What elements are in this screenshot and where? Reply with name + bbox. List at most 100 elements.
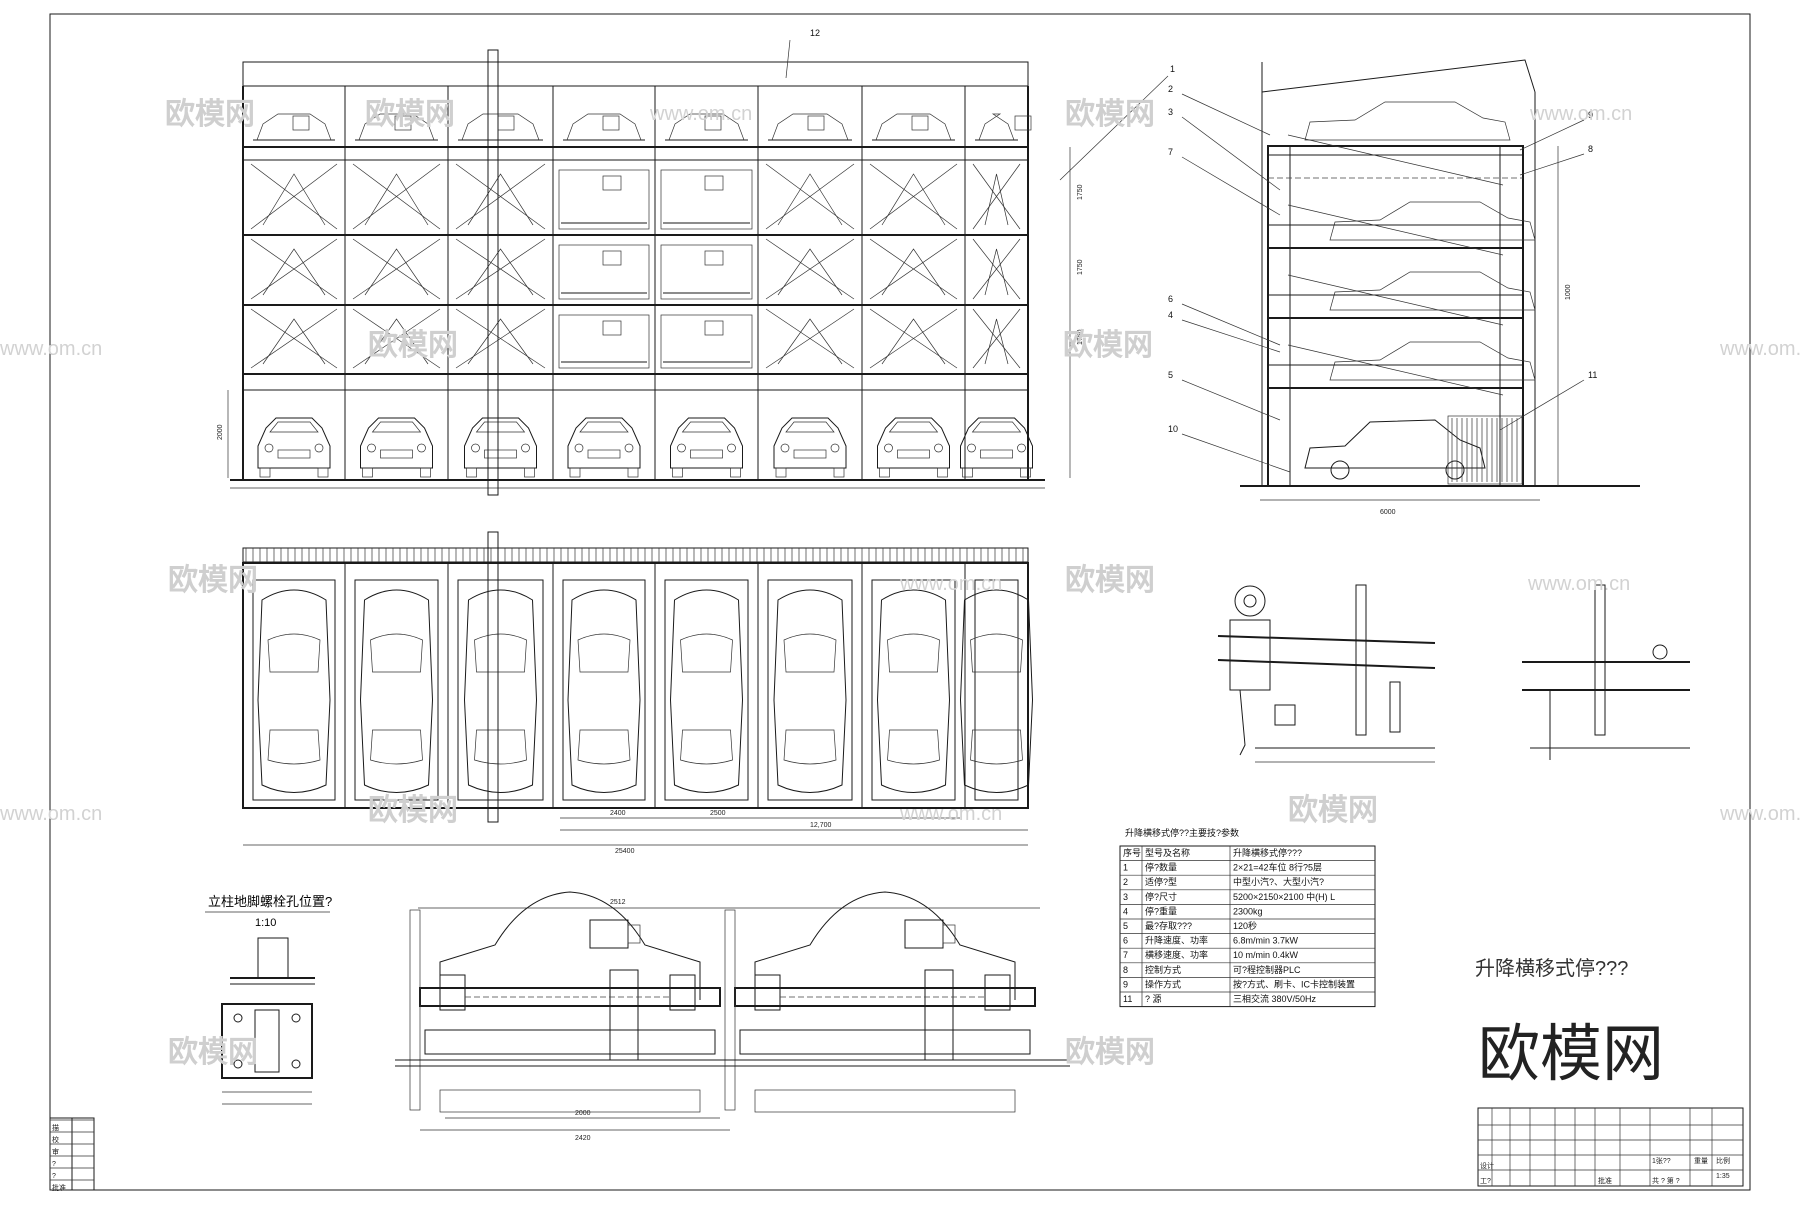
ground-car-body [773, 417, 847, 469]
pulley-housing [669, 974, 696, 1011]
car-roof-outline [439, 891, 701, 1000]
base-frame [439, 1089, 701, 1113]
ground-car-headlight [417, 443, 426, 453]
ground-car-wheel [362, 467, 373, 478]
pallet-plate [974, 579, 1019, 801]
callout-leader [1519, 119, 1585, 151]
callout-leader [1181, 379, 1281, 421]
dim-plan-2400: 2400 [610, 810, 626, 817]
watermark-logo: 欧模网 [168, 564, 258, 597]
ground-car-wheel [569, 467, 581, 478]
spec-cell: 三相交流 380V/50Hz [1233, 993, 1317, 1004]
ground-car-wheel [730, 467, 741, 478]
plan-rail [242, 547, 1029, 564]
title-design-label: 设计 [1480, 1161, 1494, 1170]
foundation-detail: 立柱地脚螺栓孔位置? 1:10 [205, 894, 332, 1105]
drive-motor [807, 115, 825, 131]
gate-fence [1447, 415, 1523, 485]
callout-11: 11 [1588, 370, 1597, 380]
spec-cell: 停?尺寸 [1145, 891, 1177, 902]
pallet-motor [704, 175, 724, 191]
cross-brace [869, 163, 958, 230]
ground-car-body [464, 417, 537, 469]
callout-8: 8 [1588, 144, 1593, 154]
dim-side-width: 6000 [1380, 509, 1396, 516]
spec-cell: 2×21=42车位 8行?5层 [1233, 862, 1322, 873]
ground-car-wheel [259, 467, 271, 478]
strip-label: ? [52, 1173, 56, 1180]
watermark-logo: 欧模网 [165, 98, 255, 131]
side-frame [1267, 145, 1524, 487]
plan-car-body [959, 589, 1034, 793]
plan-car-rear-window [970, 729, 1023, 765]
drive-motor [911, 115, 929, 131]
cross-brace [352, 163, 441, 230]
callout-3: 3 [1168, 107, 1173, 117]
plan-car-rear-window [474, 729, 527, 765]
ground-car-wheel [937, 467, 948, 478]
cross-brace [352, 238, 441, 300]
side-car-wheel [1445, 460, 1465, 480]
drive-column [609, 969, 639, 1061]
drive-motor [497, 115, 515, 131]
revision-strip: 描校审??批准 [49, 1117, 95, 1192]
ground-car-body [670, 417, 743, 469]
plan-car-body [257, 589, 331, 793]
plan-car-windshield [577, 633, 631, 673]
top-car-outline [875, 113, 952, 141]
plan-view: 2400 2500 12,700 25400 [242, 531, 1034, 855]
lift-arm [364, 318, 429, 365]
ground-car-headlight [367, 443, 376, 453]
strip-label: 审 [52, 1147, 59, 1156]
spec-header-cell: 型号及名称 [1145, 847, 1190, 858]
top-car-outline [461, 113, 540, 141]
side-roof [1261, 59, 1536, 93]
spec-cell: 8 [1123, 965, 1128, 975]
dim-mech-2420: 2420 [575, 1135, 591, 1142]
top-car-outline [256, 113, 332, 141]
cross-brace [250, 308, 338, 369]
callout-1: 1 [1170, 64, 1175, 74]
ground-car-grille [277, 449, 311, 459]
ground-car-wheel [1020, 467, 1031, 478]
plan-car-body [567, 589, 641, 793]
lift-arm [262, 173, 326, 226]
cross-brace [250, 163, 338, 230]
pallet-plate [767, 579, 853, 801]
callout-6: 6 [1168, 294, 1173, 304]
lower-beam [424, 1029, 716, 1055]
dim-ground-height: 2000 [217, 424, 224, 440]
watermark-url: www.om.cn [899, 803, 1002, 825]
pallet-plate [354, 579, 439, 801]
plan-car-rear-window [680, 729, 733, 765]
callout-2: 2 [1168, 84, 1173, 94]
callout-12: 12 [810, 28, 820, 38]
motor-pulley [1234, 585, 1266, 617]
drive-column [924, 969, 954, 1061]
lower-beam [739, 1029, 1031, 1055]
spec-cell: 横移速度、功率 [1145, 949, 1208, 960]
lift-motor [589, 919, 629, 949]
ground-car-window [681, 421, 732, 433]
pallet-motor [704, 320, 724, 336]
dim-plan-12700: 12,700 [810, 822, 832, 829]
spec-cell: 10 m/min 0.4kW [1233, 950, 1299, 960]
callout-10: 10 [1168, 424, 1178, 434]
watermark-logo: 欧模网 [1065, 1036, 1155, 1069]
spec-cell: 操作方式 [1145, 978, 1181, 989]
lift-arm [881, 318, 946, 365]
ground-car-wheel [672, 467, 683, 478]
side-car-wheel [1330, 460, 1350, 480]
lift-arm [984, 248, 1009, 296]
detail-drawings [1217, 584, 1690, 763]
watermark-url: www.om.cn [899, 573, 1002, 595]
spec-cell: 1 [1123, 863, 1128, 873]
dim-mech-2000: 2000 [575, 1110, 591, 1117]
spec-cell: 7 [1123, 950, 1128, 960]
dim-mech-width: 2512 [610, 899, 626, 906]
foundation-scale: 1:10 [255, 917, 276, 929]
spec-cell: 2300kg [1233, 906, 1263, 916]
watermark-logo: 欧模网 [365, 98, 455, 131]
